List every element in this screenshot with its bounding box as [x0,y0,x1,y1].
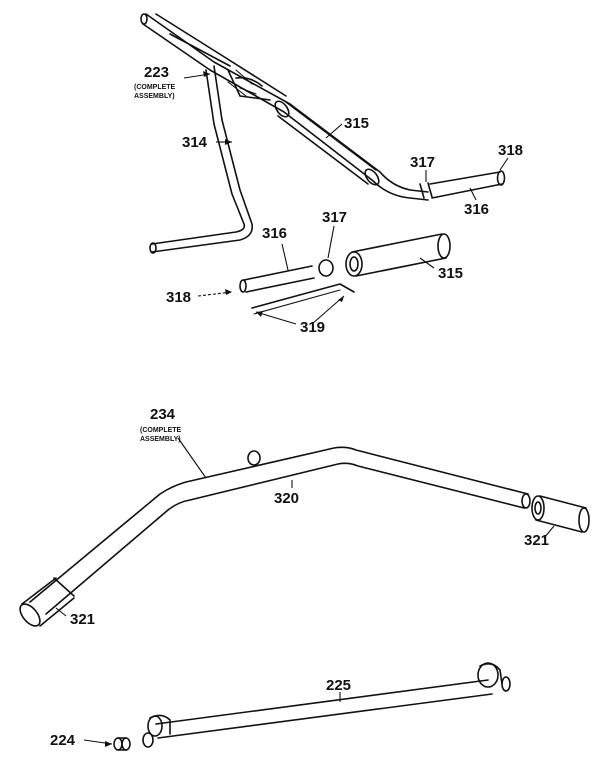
pin-224 [113,737,123,751]
label-317-upper: 317 [410,154,435,171]
label-320: 320 [274,490,299,507]
label-321-right: 321 [524,532,549,549]
label-316-upper: 316 [464,201,489,218]
rod-assembly-225 [113,662,511,751]
part-labels: 223 (COMPLETE ASSEMBLY) 314 315 317 318 … [50,64,549,749]
label-315-upper: 315 [344,115,369,132]
handle-assembly-223 [140,13,506,254]
label-234-sub2: ASSEMBLY) [140,436,181,443]
label-319: 319 [300,319,325,336]
label-321-left: 321 [70,611,95,628]
handle-hardware-exploded [239,233,451,315]
label-223-sub2: ASSEMBLY) [134,93,175,100]
label-316-lower: 316 [262,225,287,242]
label-314: 314 [182,134,208,151]
leader-lines [55,71,555,747]
label-234-sub1: (COMPLETE [140,427,182,434]
label-223-sub1: (COMPLETE [134,84,176,91]
label-318-lower: 318 [166,289,191,306]
label-315-lower: 315 [438,265,463,282]
label-223: 223 [144,64,169,81]
label-318-upper: 318 [498,142,523,159]
label-317-lower: 317 [322,209,347,226]
label-225: 225 [326,677,351,694]
ring-317 [318,259,334,277]
label-224: 224 [50,732,76,749]
label-234: 234 [150,406,176,423]
handle-assembly-234 [19,446,590,627]
